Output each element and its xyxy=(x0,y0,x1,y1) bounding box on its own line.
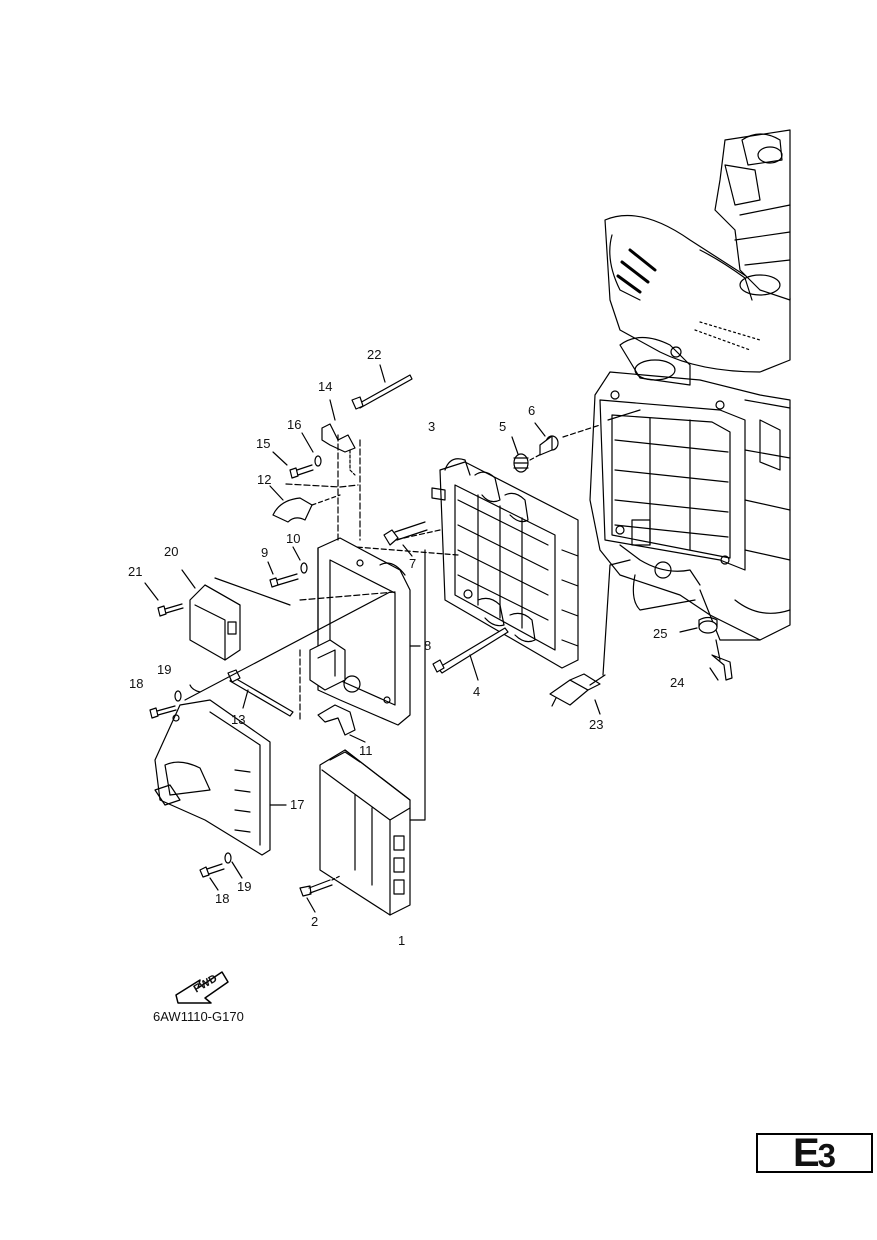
part-16-washer xyxy=(301,432,322,467)
part-18-bolt-lower xyxy=(199,863,225,891)
drawing-code: 6AW1110-G170 xyxy=(153,1009,244,1024)
part-19-washer-lower xyxy=(224,852,243,879)
part-8-plate xyxy=(309,537,421,726)
callout-3: 3 xyxy=(428,419,436,434)
part-1-ecm xyxy=(319,549,426,916)
callout-21: 21 xyxy=(128,564,143,579)
callout-5: 5 xyxy=(499,419,507,434)
callout-13: 13 xyxy=(231,712,246,727)
part-20-module xyxy=(181,569,291,661)
part-10-washer xyxy=(292,546,308,574)
callout-6: 6 xyxy=(528,403,536,418)
part-22-cable-tie xyxy=(351,364,413,410)
part-9-bolt xyxy=(267,561,299,588)
callout-24: 24 xyxy=(670,675,685,690)
callout-17: 17 xyxy=(290,797,305,812)
callout-11: 11 xyxy=(359,743,373,758)
part-21-bolt xyxy=(144,582,184,617)
fwd-arrow-icon xyxy=(175,971,229,1004)
part-24-sensor xyxy=(709,639,733,681)
part-3-bracket xyxy=(319,458,579,669)
callout-9: 9 xyxy=(261,545,269,560)
callout-8: 8 xyxy=(424,638,432,653)
part-6-collar xyxy=(534,422,559,456)
callout-2: 2 xyxy=(311,914,319,929)
part-7-bolt xyxy=(383,521,428,557)
callout-12: 12 xyxy=(257,472,272,487)
part-25-grommet xyxy=(679,616,718,634)
leader-lines xyxy=(184,434,396,721)
callout-22: 22 xyxy=(367,347,382,362)
callout-7: 7 xyxy=(409,556,417,571)
callout-14: 14 xyxy=(318,379,333,394)
callout-19-upper: 19 xyxy=(157,662,172,677)
callout-20: 20 xyxy=(164,544,179,559)
part-4-cable-tie xyxy=(432,627,509,681)
callout-25: 25 xyxy=(653,626,668,641)
part-2-bolt xyxy=(299,875,341,913)
callout-10: 10 xyxy=(286,531,301,546)
part-15-bolt xyxy=(272,451,314,479)
section-letter: E xyxy=(792,1131,820,1175)
part-12-clamp xyxy=(269,485,341,523)
callout-19-lower: 19 xyxy=(237,879,252,894)
part-13-cable-tie xyxy=(227,669,294,717)
section-badge: E 3 xyxy=(756,1131,873,1175)
callout-18-lower: 18 xyxy=(215,891,230,906)
callout-4: 4 xyxy=(473,684,481,699)
part-23-sensor xyxy=(549,559,631,715)
section-number: 3 xyxy=(817,1137,837,1174)
callout-1: 1 xyxy=(398,933,406,948)
callout-23: 23 xyxy=(589,717,604,732)
part-18-bolt-upper xyxy=(149,705,177,719)
part-17-bracket xyxy=(154,699,287,856)
part-19-washer-upper xyxy=(174,684,201,702)
part-11-clamp xyxy=(317,704,366,743)
engine-block xyxy=(562,129,791,641)
callout-16: 16 xyxy=(287,417,302,432)
callout-15: 15 xyxy=(256,436,271,451)
part-14-holder xyxy=(321,399,356,476)
callout-18-upper: 18 xyxy=(129,676,144,691)
